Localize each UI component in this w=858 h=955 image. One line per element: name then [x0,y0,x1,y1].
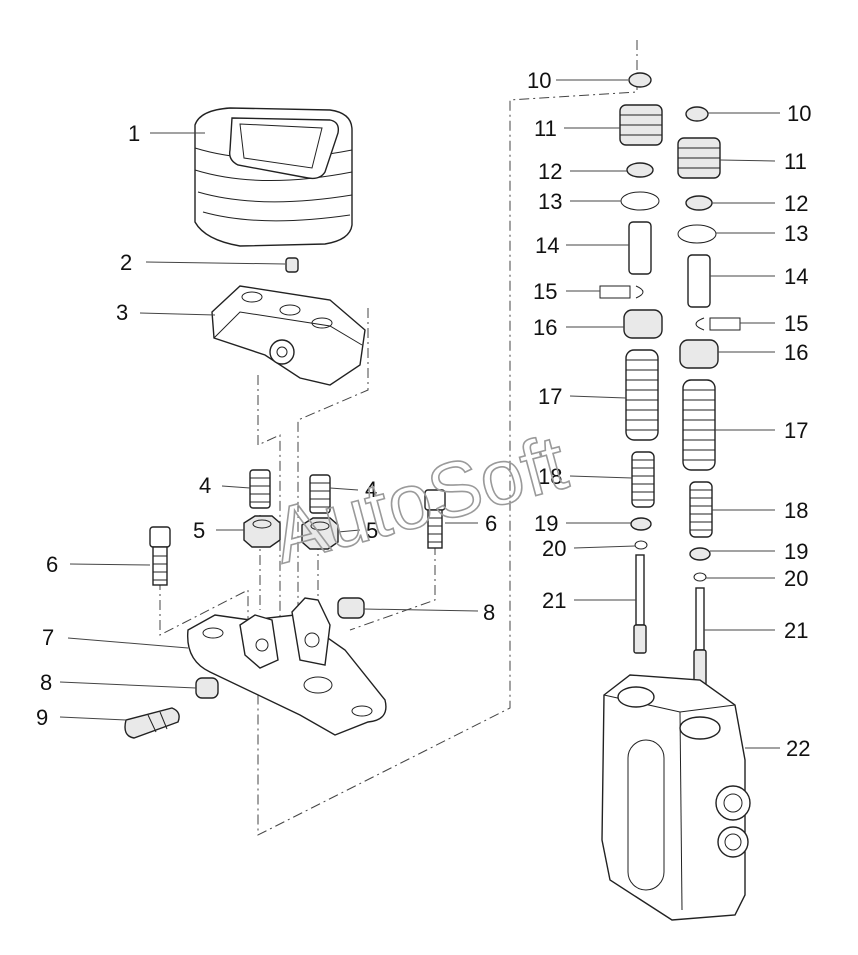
callout-15a: 15 [533,279,557,304]
callout-17a: 17 [538,384,562,409]
callout-2: 2 [120,250,132,275]
part-9-pin [124,707,180,739]
callout-14a: 14 [535,233,559,258]
callout-18b: 18 [784,498,808,523]
part-1-boot [194,107,353,247]
part-7-base-plate [186,597,387,736]
watermark-text: AutoSoft [264,417,576,580]
part-3-lever-block [211,285,366,386]
callout-7: 7 [42,625,54,650]
part-8-bushings [195,597,365,699]
callout-15b: 15 [784,311,808,336]
callout-9: 9 [36,705,48,730]
callout-8a: 8 [40,670,52,695]
callout-20a: 20 [542,536,566,561]
callout-19a: 19 [534,511,558,536]
callout-21a: 21 [542,588,566,613]
callout-12a: 12 [538,159,562,184]
valve-stack-left [599,72,663,654]
part-4-springs [249,469,331,514]
callout-5a: 5 [193,518,205,543]
watermark: AutoSoft [263,417,577,581]
part-6-bolts [149,489,446,586]
callout-13b: 13 [784,221,808,246]
callout-10b: 10 [787,101,811,126]
part-5-nuts [243,515,339,550]
part-2-set-screw [285,257,299,273]
callout-6a: 6 [46,552,58,577]
callout-20b: 20 [784,566,808,591]
valve-stack-right [677,106,741,689]
leader-lines [59,79,780,749]
callout-19b: 19 [784,539,808,564]
callout-10a: 10 [527,68,551,93]
callout-8b: 8 [483,600,495,625]
callout-12b: 12 [784,191,808,216]
callout-4b: 4 [365,477,377,502]
callout-3: 3 [116,300,128,325]
callout-13a: 13 [538,189,562,214]
callout-16b: 16 [784,340,808,365]
callout-16a: 16 [533,315,557,340]
callout-11b: 11 [784,149,807,174]
callout-14b: 14 [784,264,808,289]
callout-11a: 11 [534,116,557,141]
callout-5b: 5 [366,518,378,543]
part-22-valve-body [601,674,751,921]
callout-17b: 17 [784,418,808,443]
callout-6b: 6 [485,511,497,536]
callout-21b: 21 [784,618,808,643]
callout-4a: 4 [199,473,211,498]
callout-18a: 18 [538,464,562,489]
callout-1: 1 [128,121,140,146]
callout-labels: 1 2 3 4 4 5 5 6 6 7 8 8 9 10 10 11 11 12… [36,68,811,761]
callout-22: 22 [786,736,810,761]
